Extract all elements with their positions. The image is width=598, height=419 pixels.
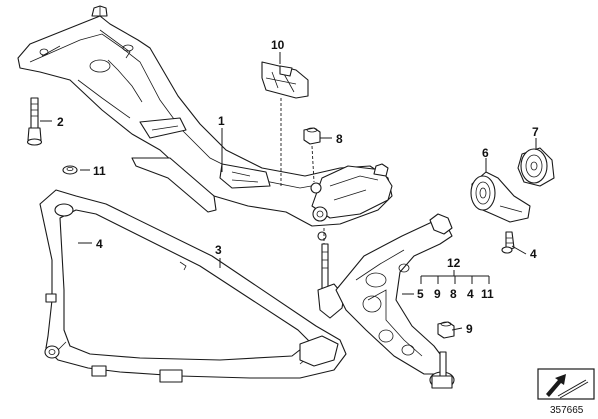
callout-9-group: 9 <box>434 287 441 301</box>
bracket-clip <box>261 61 309 99</box>
callout-9-lower: 9 <box>466 322 473 336</box>
document-number: 357665 <box>550 405 584 416</box>
callout-4-left: 4 <box>96 237 103 251</box>
callout-6: 6 <box>482 146 489 160</box>
callout-2: 2 <box>57 115 64 129</box>
bolt-small-right <box>501 231 515 254</box>
callout-11-washer: 11 <box>93 164 106 178</box>
callout-1: 1 <box>218 114 225 128</box>
callout-8-group: 8 <box>450 287 457 301</box>
nut-upper <box>303 127 321 145</box>
control-arm <box>317 213 455 389</box>
callout-3: 3 <box>215 243 222 257</box>
callout-11-group: 11 <box>481 287 494 301</box>
callout-4-right: 4 <box>530 247 537 261</box>
nut-lower <box>437 321 455 339</box>
callout-5: 5 <box>417 287 424 301</box>
tension-strut-arm <box>39 189 347 383</box>
washer <box>62 165 78 175</box>
callout-7: 7 <box>532 125 539 139</box>
callout-10: 10 <box>271 38 285 52</box>
bushing <box>517 147 555 187</box>
rubber-mount <box>470 171 531 223</box>
bolt-long <box>26 97 43 146</box>
callout-8-upper: 8 <box>336 132 343 146</box>
alignment-line-nut <box>311 145 315 183</box>
front-axle-carrier <box>17 5 393 241</box>
callout-12: 12 <box>447 256 461 270</box>
arrow-icon <box>537 368 595 400</box>
leader-lines <box>40 52 537 331</box>
callout-4-group: 4 <box>467 287 474 301</box>
